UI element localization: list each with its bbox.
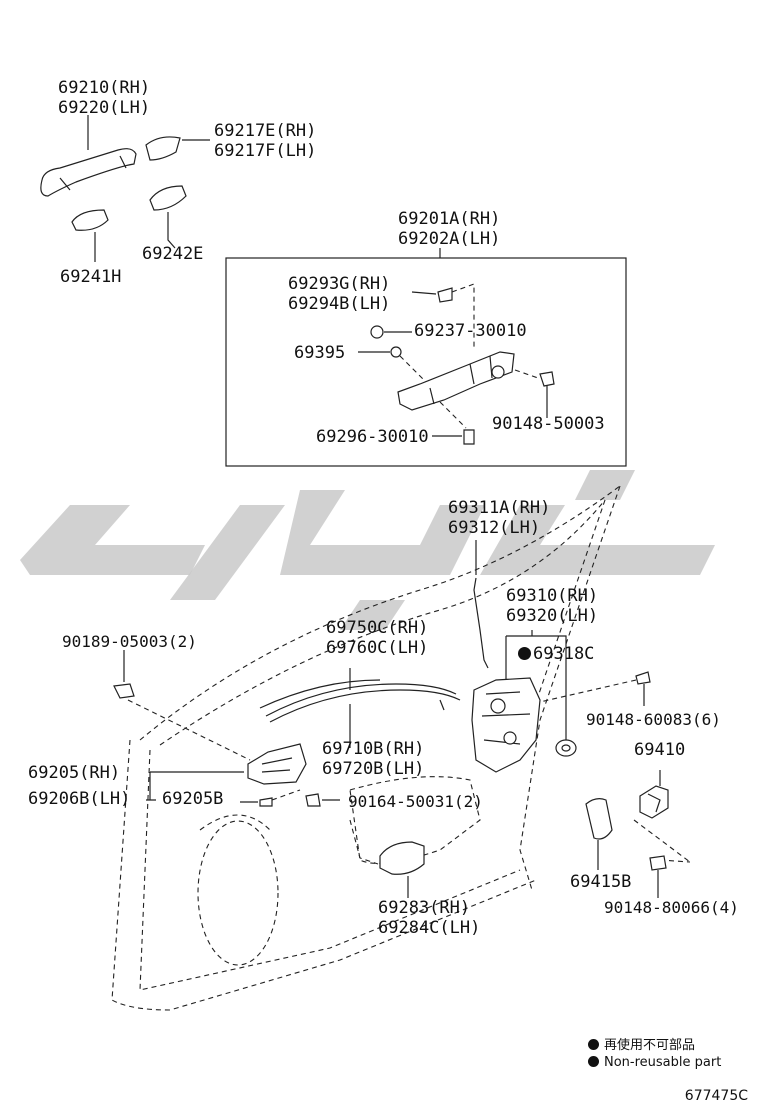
label-69293g: 69293G(RH) bbox=[288, 274, 391, 294]
non-reusable-dot-icon bbox=[588, 1039, 599, 1050]
legend-non-reusable-jp: 再使用不可部品 bbox=[588, 1034, 695, 1053]
label-69217e: 69217E(RH) bbox=[214, 121, 317, 141]
label-69220: 69220(LH) bbox=[58, 98, 151, 118]
label-90189: 90189-05003(2) bbox=[62, 632, 197, 651]
label-69312: 69312(LH) bbox=[448, 518, 541, 538]
label-69237: 69237-30010 bbox=[414, 321, 527, 341]
label-69206b: 69206B(LH) bbox=[28, 789, 131, 809]
striker-pad-drawing bbox=[585, 798, 613, 870]
label-69210: 69210(RH) bbox=[58, 78, 151, 98]
diagram-code: 677475C bbox=[684, 1088, 748, 1104]
outside-handle-drawing bbox=[40, 115, 137, 197]
label-69283: 69283(RH) bbox=[378, 898, 471, 918]
screw-60083-drawing bbox=[539, 671, 651, 706]
handle-frame-drawing bbox=[358, 283, 555, 445]
label-69760c: 69760C(LH) bbox=[326, 638, 429, 658]
label-69415b: 69415B bbox=[570, 872, 632, 892]
label-69241h: 69241H bbox=[60, 267, 122, 287]
legend-non-reusable-en: Non-reusable part bbox=[588, 1055, 721, 1070]
label-90148-50003: 90148-50003 bbox=[492, 414, 605, 434]
handle-cover-drawing bbox=[145, 136, 210, 161]
non-reusable-dot-icon bbox=[518, 647, 531, 660]
frame-assembly-box bbox=[225, 257, 627, 467]
label-69217f: 69217F(LH) bbox=[214, 141, 317, 161]
non-reusable-dot-icon bbox=[588, 1056, 599, 1067]
cables-drawing bbox=[259, 668, 461, 748]
striker-drawing bbox=[633, 770, 691, 898]
label-69311a: 69311A(RH) bbox=[448, 498, 551, 518]
label-69318c: 69318C bbox=[533, 644, 595, 664]
watermark-logo bbox=[20, 470, 715, 630]
label-90148-80066: 90148-80066(4) bbox=[604, 898, 739, 917]
door-lock-drawing bbox=[471, 630, 577, 773]
label-90164: 90164-50031(2) bbox=[348, 792, 483, 811]
label-69750c: 69750C(RH) bbox=[326, 618, 429, 638]
label-69201a: 69201A(RH) bbox=[398, 209, 501, 229]
label-69296: 69296-30010 bbox=[316, 427, 429, 447]
handle-pad-drawing bbox=[149, 185, 187, 249]
door-outline-drawing bbox=[111, 485, 621, 1011]
label-69202a: 69202A(LH) bbox=[398, 229, 501, 249]
legend-jp-text: 再使用不可部品 bbox=[604, 1038, 696, 1053]
label-69410: 69410 bbox=[634, 740, 686, 760]
screw-90164-drawing bbox=[305, 793, 340, 807]
label-69284c: 69284C(LH) bbox=[378, 918, 481, 938]
legend-en-text: Non-reusable part bbox=[604, 1055, 722, 1070]
label-69395: 69395 bbox=[294, 343, 346, 363]
label-69720b: 69720B(LH) bbox=[322, 759, 425, 779]
label-69294b: 69294B(LH) bbox=[288, 294, 391, 314]
inside-handle-bezel-drawing bbox=[349, 819, 425, 898]
label-69318c-wrap: 69318C bbox=[518, 644, 594, 664]
clip-90189-drawing bbox=[113, 650, 251, 761]
label-69205b: 69205B bbox=[162, 789, 224, 809]
label-69242e: 69242E bbox=[142, 244, 204, 264]
label-69710b: 69710B(RH) bbox=[322, 739, 425, 759]
label-90148-60083: 90148-60083(6) bbox=[586, 710, 721, 729]
inside-handle-drawing bbox=[146, 743, 307, 807]
label-69310: 69310(RH) bbox=[506, 586, 599, 606]
label-69320: 69320(LH) bbox=[506, 606, 599, 626]
label-69205rh: 69205(RH) bbox=[28, 763, 121, 783]
lock-rod-drawing bbox=[473, 540, 489, 669]
handle-pad-small-drawing bbox=[71, 209, 109, 262]
